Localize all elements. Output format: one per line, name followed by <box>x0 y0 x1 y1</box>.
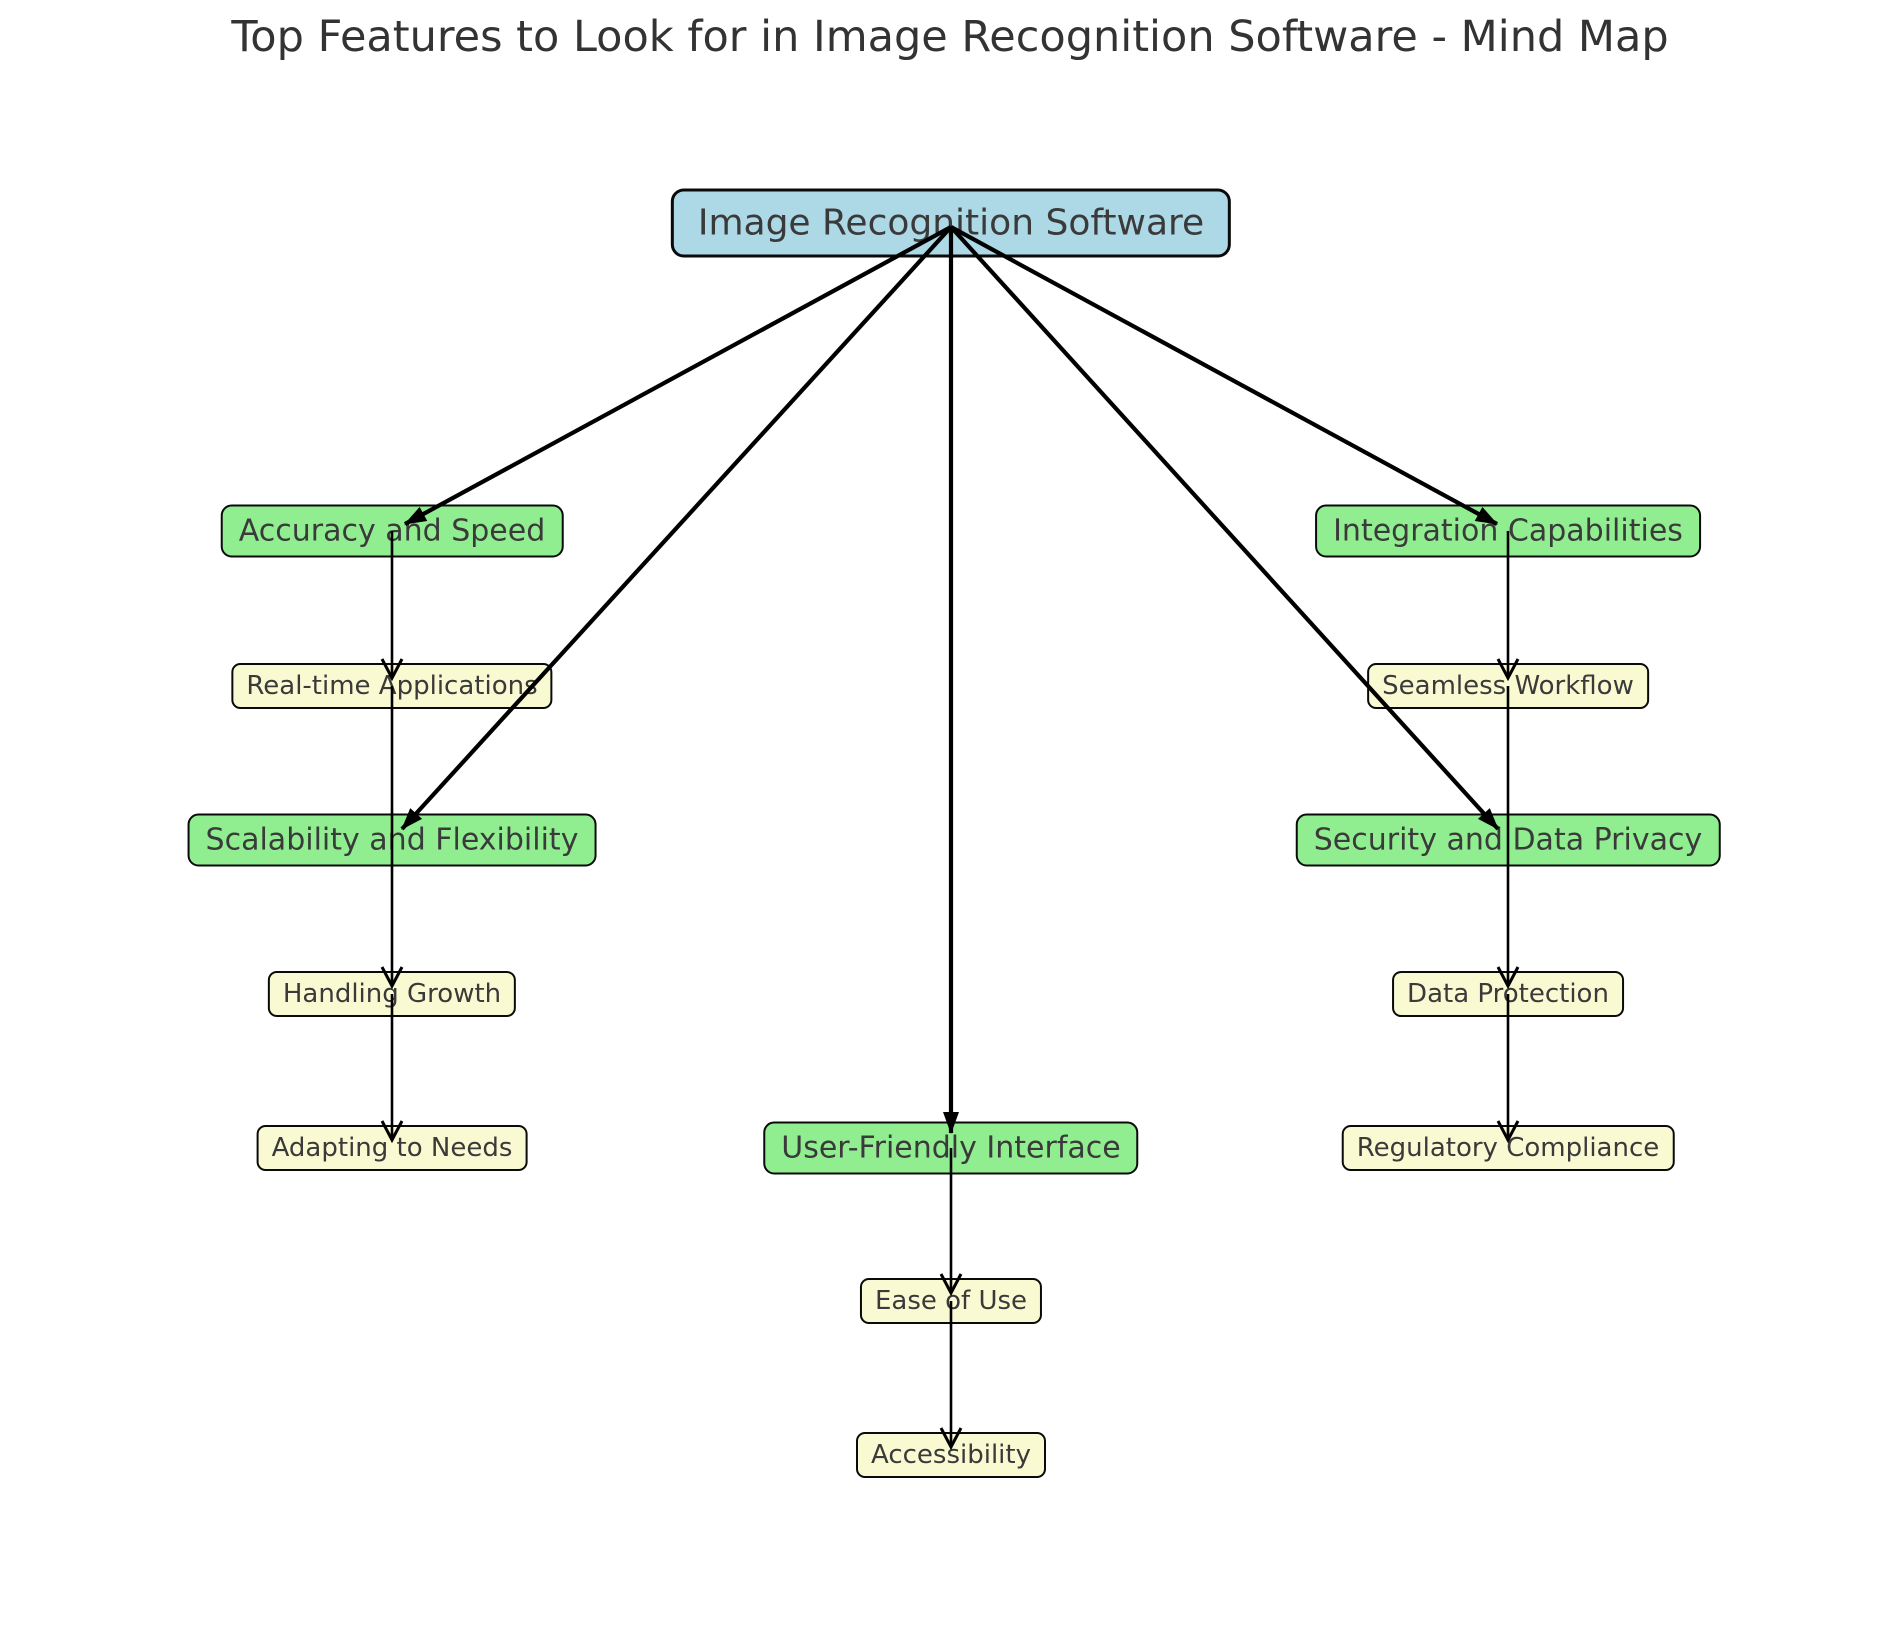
node-scalability-and-flexibility: Scalability and Flexibility <box>187 813 597 867</box>
node-user-friendly-interface: User-Friendly Interface <box>763 1121 1139 1175</box>
node-real-time-applications: Real-time Applications <box>231 663 553 709</box>
node-ease-of-use: Ease of Use <box>859 1278 1043 1324</box>
edge-root-to-integration <box>949 225 1499 526</box>
node-accessibility: Accessibility <box>856 1432 1046 1478</box>
node-adapting-to-needs: Adapting to Needs <box>256 1125 528 1171</box>
node-seamless-workflow: Seamless Workflow <box>1367 663 1649 709</box>
node-security-and-data-privacy: Security and Data Privacy <box>1295 813 1721 867</box>
node-handling-growth: Handling Growth <box>267 971 517 1017</box>
node-accuracy-and-speed: Accuracy and Speed <box>220 504 564 558</box>
edge-root-to-accuracy <box>403 225 953 526</box>
node-image-recognition-software: Image Recognition Software <box>670 188 1232 258</box>
node-regulatory-compliance: Regulatory Compliance <box>1341 1125 1675 1171</box>
diagram-title: Top Features to Look for in Image Recogn… <box>231 12 1669 62</box>
node-integration-capabilities: Integration Capabilities <box>1315 504 1701 558</box>
node-data-protection: Data Protection <box>1392 971 1624 1017</box>
